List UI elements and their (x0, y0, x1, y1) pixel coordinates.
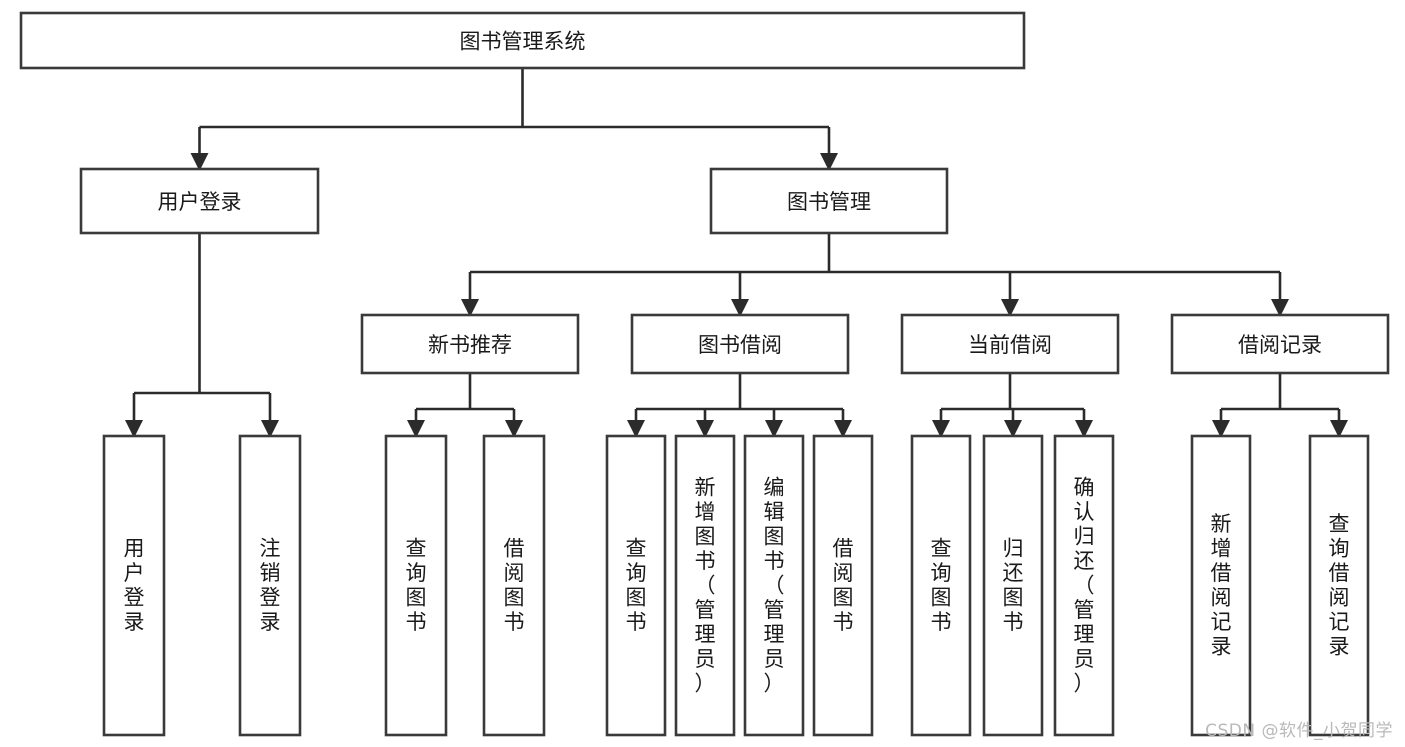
node-box (79, 167, 320, 235)
node-label: 图书管理系统 (460, 30, 586, 54)
node-leaf-add-record[interactable]: 新增借阅记录 (1190, 434, 1252, 737)
node-label: 借阅图书 (833, 537, 854, 635)
nodes-layer: 图书管理系统用户登录图书管理新书推荐图书借阅当前借阅借阅记录用户登录注销登录查询… (19, 11, 1390, 737)
node-label: 查询借阅记录 (1329, 512, 1350, 659)
node-user-login[interactable]: 用户登录 (79, 167, 320, 235)
node-label: 图书借阅 (698, 333, 782, 357)
node-box (102, 434, 166, 737)
node-leaf-confirm-return[interactable]: 确认归还（管理员） (1053, 434, 1115, 737)
node-leaf-query-book-3[interactable]: 查询图书 (910, 434, 972, 737)
node-box (605, 434, 667, 737)
node-label: 借阅图书 (504, 537, 525, 635)
node-box (1053, 434, 1115, 737)
node-box (384, 434, 448, 737)
node-label: 图书管理 (787, 190, 871, 214)
node-box (19, 11, 1026, 70)
node-current-borrow[interactable]: 当前借阅 (900, 313, 1120, 375)
node-label: 新增借阅记录 (1211, 512, 1232, 659)
node-box (982, 434, 1044, 737)
node-box (1170, 313, 1390, 375)
node-label: 归还图书 (1003, 537, 1024, 635)
node-label: 查询图书 (406, 537, 427, 635)
node-box (238, 434, 302, 737)
node-box (674, 434, 736, 737)
node-box (812, 434, 874, 737)
node-label: 当前借阅 (968, 333, 1052, 357)
node-label: 用户登录 (158, 190, 242, 214)
node-label: 注销登录 (260, 537, 281, 635)
node-box (482, 434, 546, 737)
node-root[interactable]: 图书管理系统 (19, 11, 1026, 70)
node-leaf-borrow-book-2[interactable]: 借阅图书 (812, 434, 874, 737)
node-box (360, 313, 580, 375)
edges-layer (124, 68, 1349, 439)
node-box (709, 167, 949, 235)
node-book-borrow[interactable]: 图书借阅 (630, 313, 850, 375)
node-leaf-query-book-1[interactable]: 查询图书 (384, 434, 448, 737)
node-label: 确认归还（管理员） (1074, 475, 1095, 695)
node-leaf-user-login[interactable]: 用户登录 (102, 434, 166, 737)
node-label: 用户登录 (124, 537, 145, 635)
node-box (743, 434, 805, 737)
node-box (630, 313, 850, 375)
node-new-book-recommend[interactable]: 新书推荐 (360, 313, 580, 375)
node-label: 查询图书 (931, 537, 952, 635)
node-borrow-record[interactable]: 借阅记录 (1170, 313, 1390, 375)
node-book-manage[interactable]: 图书管理 (709, 167, 949, 235)
node-leaf-edit-book[interactable]: 编辑图书（管理员） (743, 434, 805, 737)
node-label: 查询图书 (626, 537, 647, 635)
node-leaf-user-logout[interactable]: 注销登录 (238, 434, 302, 737)
node-leaf-add-book[interactable]: 新增图书（管理员） (674, 434, 736, 737)
node-leaf-return-book[interactable]: 归还图书 (982, 434, 1044, 737)
node-label: 借阅记录 (1238, 333, 1322, 357)
node-box (1190, 434, 1252, 737)
node-label: 新增图书（管理员） (695, 475, 716, 695)
node-leaf-query-record[interactable]: 查询借阅记录 (1308, 434, 1370, 737)
node-box (1308, 434, 1370, 737)
node-leaf-borrow-book-1[interactable]: 借阅图书 (482, 434, 546, 737)
node-label: 编辑图书（管理员） (764, 475, 785, 695)
node-box (900, 313, 1120, 375)
node-box (910, 434, 972, 737)
node-leaf-query-book-2[interactable]: 查询图书 (605, 434, 667, 737)
node-label: 新书推荐 (428, 333, 512, 357)
